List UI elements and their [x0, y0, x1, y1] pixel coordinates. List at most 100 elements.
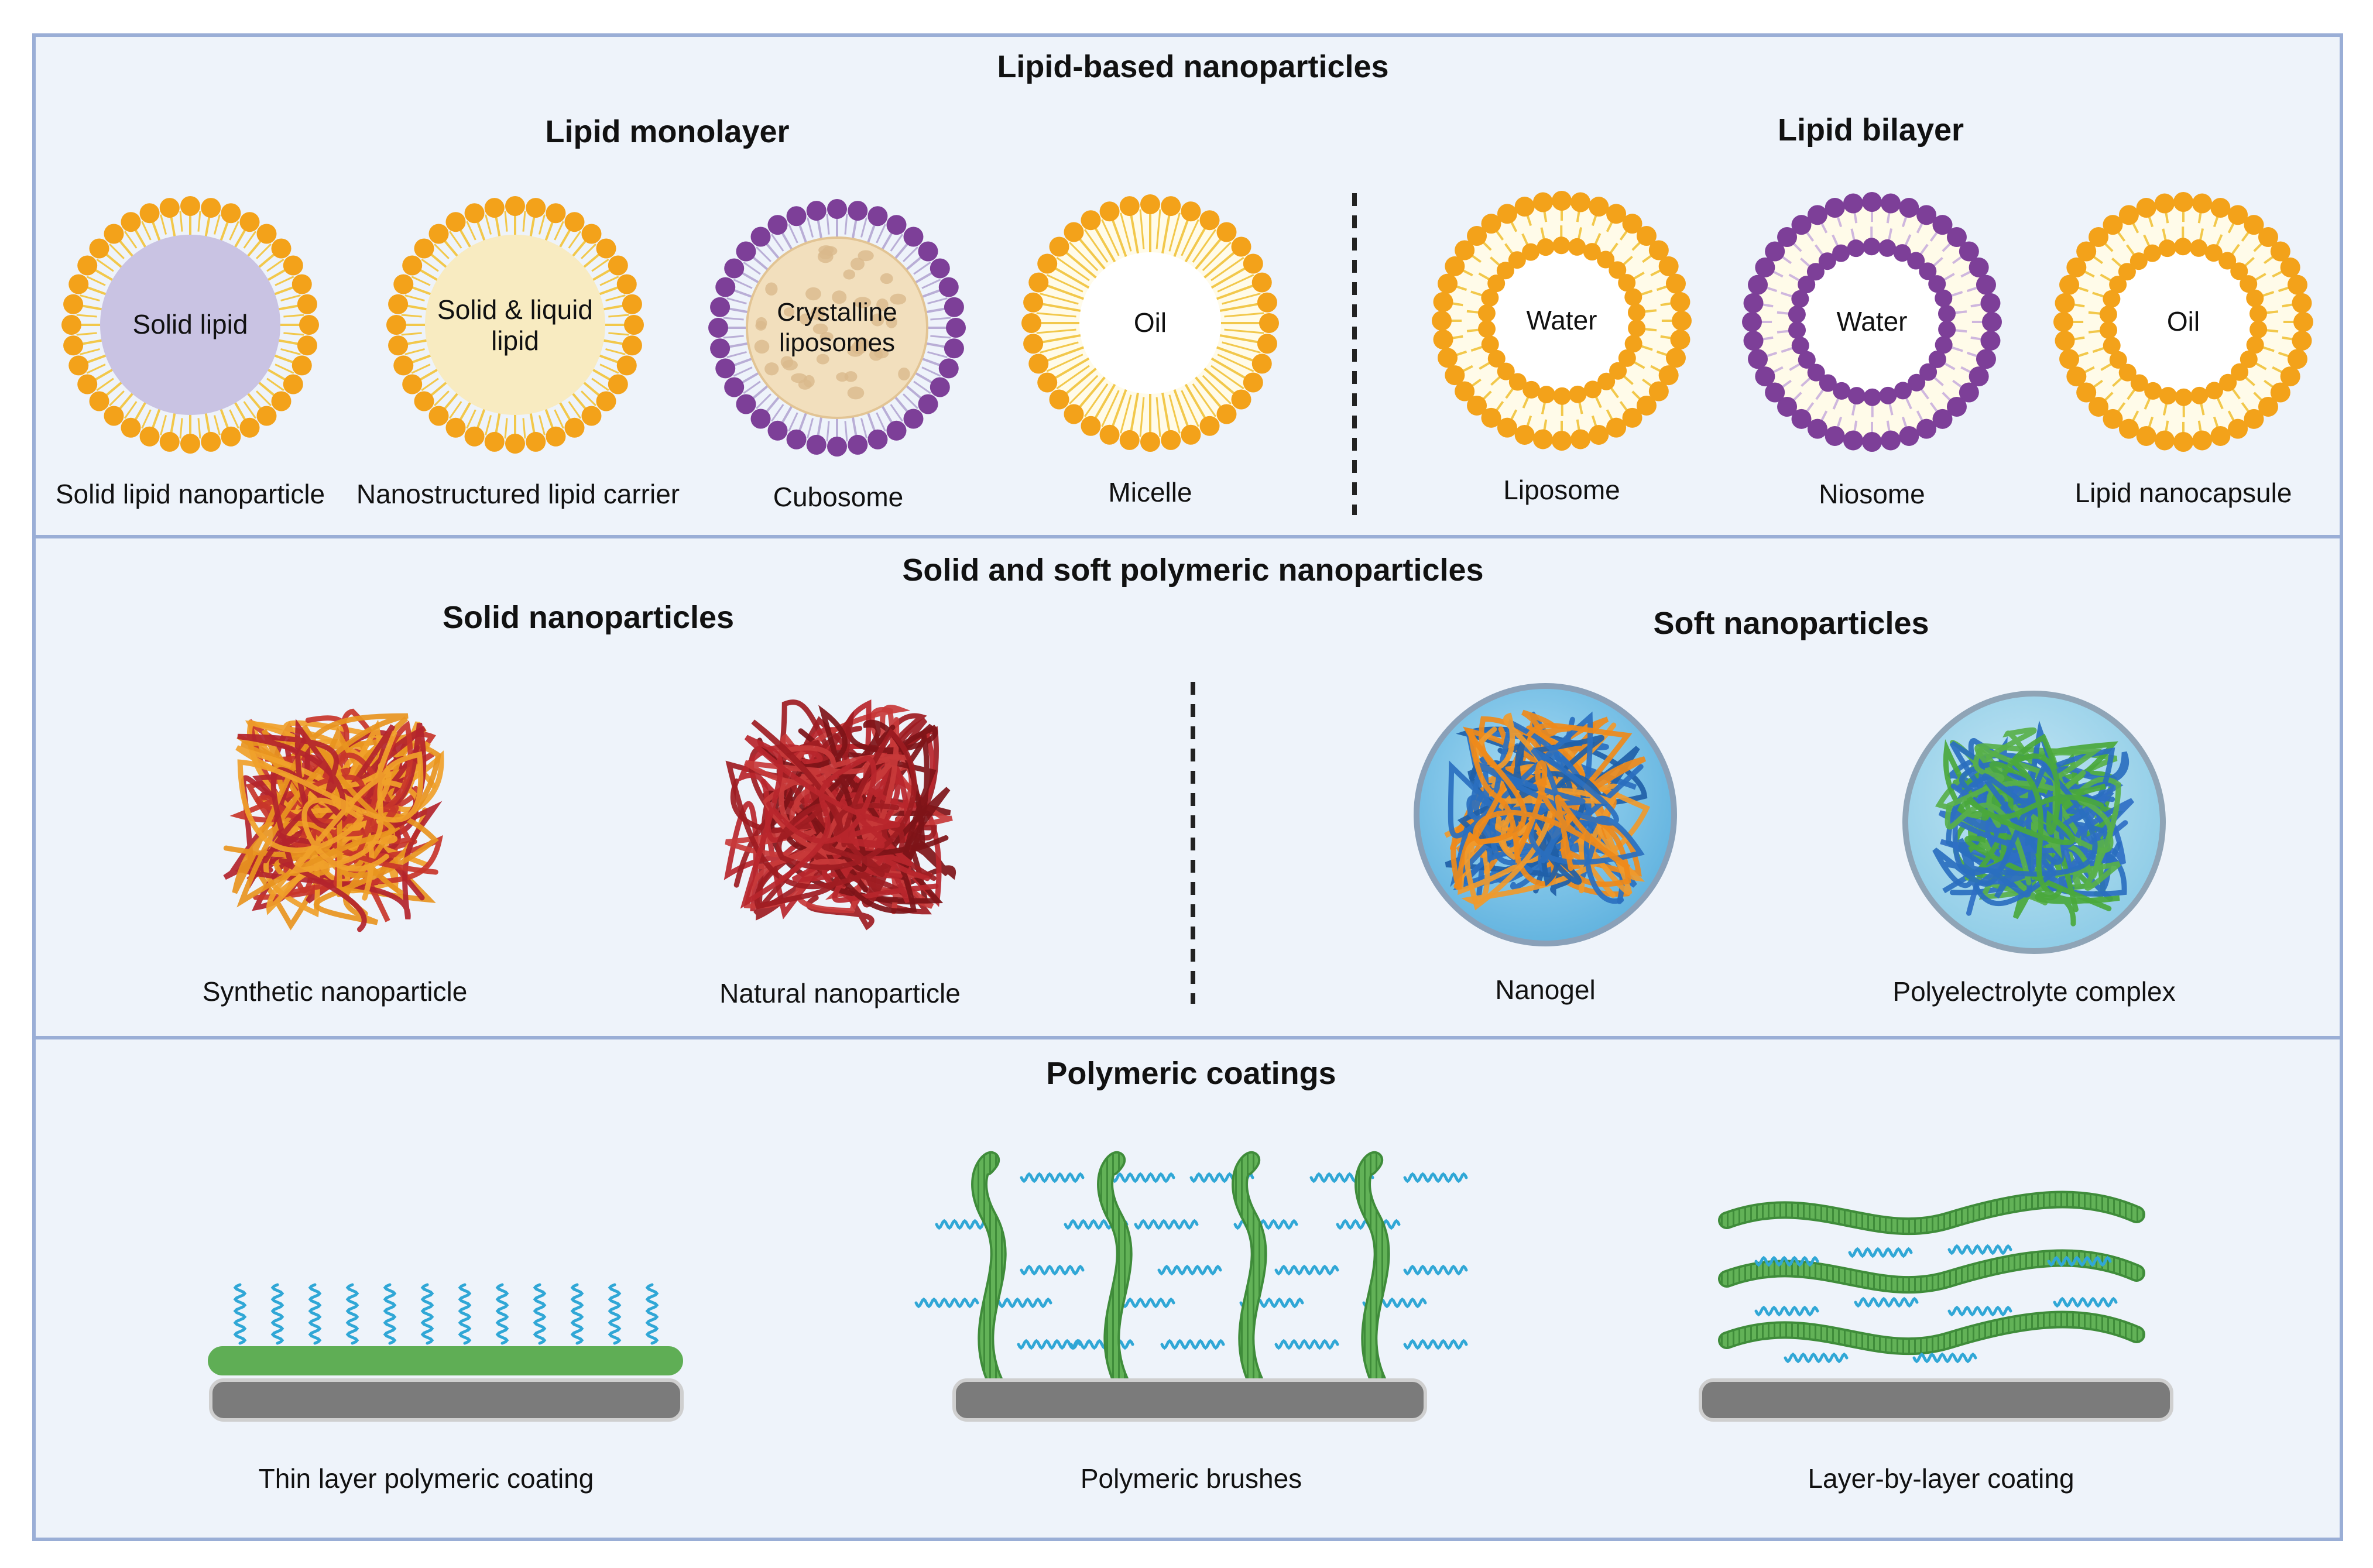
lipid-head — [1231, 236, 1251, 257]
lipid-head — [1893, 244, 1911, 262]
lipid-head — [564, 212, 585, 232]
polymer-coil — [1274, 1339, 1339, 1350]
polymer-chain — [1966, 753, 2120, 927]
polymer-chain — [237, 730, 424, 874]
lipid-tail — [1109, 388, 1128, 433]
polymer-coil — [1754, 1255, 1819, 1267]
lipid-tail — [266, 378, 284, 392]
lipid-head — [1049, 236, 1069, 257]
lipid-head — [2053, 312, 2073, 332]
lipid-head — [1514, 197, 1535, 217]
lipid-head — [608, 374, 628, 394]
lipid-head — [1878, 239, 1897, 257]
crystalline-domain — [854, 297, 872, 308]
lipid-head — [2210, 426, 2231, 446]
polymer-coil — [2053, 1296, 2118, 1308]
lipid-head — [1597, 251, 1615, 269]
lipid-tail — [280, 348, 301, 355]
lipid-head — [1251, 354, 1272, 374]
lipid-head — [1161, 430, 1181, 450]
lipid-tail — [522, 418, 526, 439]
lipid-head — [1508, 373, 1527, 391]
lipid-tail — [1194, 233, 1226, 271]
solid-lipid-nanoparticle: Solid lipid Solid lipid nanoparticle — [56, 196, 325, 509]
lipid-head — [464, 426, 485, 447]
lipid-head — [1570, 429, 1591, 450]
nanostructured-lipid-carrier: Solid & liquid lipid Nanostructured lipi… — [356, 196, 680, 509]
lipid-tail — [179, 418, 183, 439]
lipid-head — [1932, 215, 1953, 235]
lipid-tail — [1109, 213, 1128, 258]
lipid-head — [1023, 292, 1044, 313]
lipid-head — [1863, 388, 1881, 406]
liposome-core-label: Water — [1527, 305, 1597, 335]
lipid-tail — [1224, 328, 1264, 334]
lipid-head — [867, 206, 888, 227]
lipid-tail — [283, 332, 304, 336]
lipid-tail — [421, 258, 439, 272]
lipid-head — [63, 335, 84, 356]
lipid-head — [2219, 373, 2237, 392]
polymer-coil — [1069, 1339, 1134, 1350]
lipid-tail — [1181, 219, 1199, 256]
lipid-head — [1980, 293, 2001, 313]
lipid-tail — [581, 390, 596, 406]
lipid-head — [546, 426, 566, 447]
lipid-head — [1765, 241, 1785, 262]
lipid-head — [1899, 426, 1919, 446]
lipid-head — [1023, 334, 1044, 354]
lipid-head — [1028, 354, 1049, 374]
lipid-head — [886, 420, 907, 441]
lipid-head — [2154, 193, 2175, 214]
lipid-tail — [434, 243, 450, 259]
lipid-head — [292, 274, 312, 294]
lipid-head — [1969, 257, 1989, 277]
lipid-head — [1522, 380, 1541, 399]
lipid-head — [1916, 418, 1937, 439]
lipid-head — [1765, 382, 1785, 403]
polymer-chain-tangle — [1444, 709, 1651, 911]
lipid-tail — [1210, 356, 1252, 383]
lipid-head — [1959, 241, 1979, 262]
lipid-head — [1628, 319, 1646, 337]
lipid-head — [1583, 380, 1602, 399]
lipid-head — [1843, 193, 1863, 214]
lipid-head — [121, 417, 141, 438]
lipid-head — [2270, 241, 2290, 262]
lipid-head — [1935, 336, 1953, 354]
lipid-tail — [1036, 328, 1076, 334]
lipid-tail — [890, 404, 904, 422]
lipid-tail — [80, 348, 100, 355]
lipid-nanocapsule: Oil Lipid nanocapsule — [2053, 192, 2313, 508]
niosome: Water Niosome — [1742, 192, 2002, 509]
crystalline-domain — [871, 313, 884, 327]
lipid-tail — [1040, 282, 1085, 301]
lipid-tail — [213, 415, 221, 435]
lipid-head — [1606, 204, 1627, 224]
lipid-head — [1743, 293, 1764, 313]
lipid-head — [1636, 226, 1657, 246]
polymeric-section-title: Solid and soft polymeric nanoparticles — [902, 553, 1483, 588]
lipid-head — [1980, 331, 2001, 351]
lipid-head — [848, 201, 868, 221]
lipid-head — [1847, 387, 1866, 405]
lipid-head — [930, 258, 950, 279]
lipid-head — [1433, 291, 1453, 312]
lipid-head — [2258, 227, 2278, 248]
lipid-head — [484, 198, 505, 218]
lipid-head — [2055, 293, 2075, 313]
lipid-tail — [568, 401, 582, 419]
polymer-coil — [1854, 1296, 1919, 1308]
crystalline-domain — [819, 332, 834, 341]
layer-by-layer-coating-caption: Layer-by-layer coating — [1808, 1463, 2074, 1494]
lipid-tail — [109, 390, 125, 406]
lipid-head — [596, 391, 616, 411]
lipid-head — [946, 318, 966, 338]
polymer-coil — [270, 1283, 284, 1345]
lipid-tail — [770, 404, 784, 422]
lipid-head — [1081, 210, 1101, 231]
micelle: Oil Micelle — [1021, 194, 1279, 507]
brush-grafted-chains — [971, 1151, 1390, 1389]
lipid-head — [414, 391, 434, 411]
particle-core — [100, 235, 280, 415]
